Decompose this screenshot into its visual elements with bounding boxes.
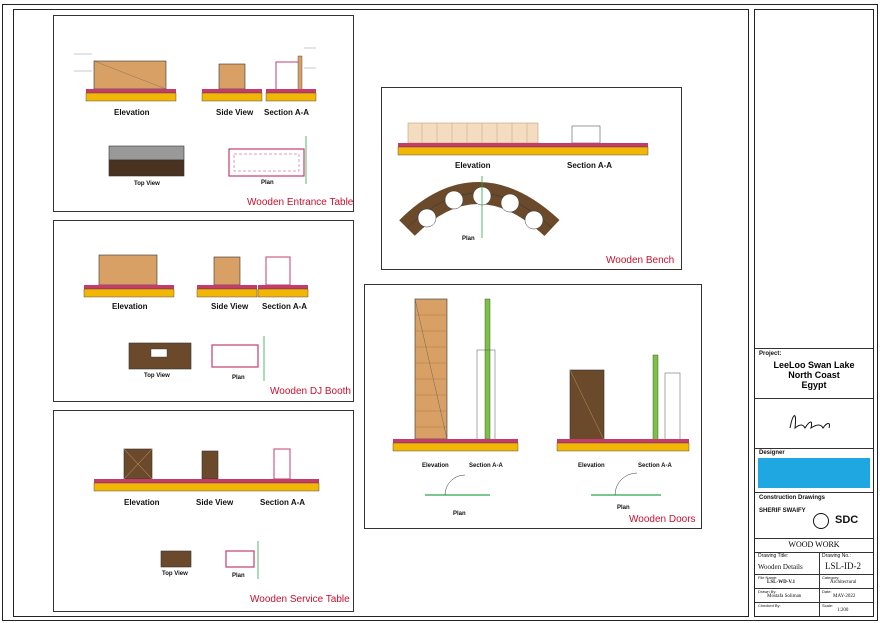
construction-label: Construction Drawings bbox=[759, 495, 826, 501]
title-block bbox=[754, 9, 874, 617]
doors-section-label-1: Section A-A bbox=[469, 463, 503, 469]
dj-booth-drawing bbox=[83, 254, 309, 381]
panel-entrance-table: Elevation Side View Section A-A Top View… bbox=[53, 15, 354, 212]
doors-elevation-label-1: Elevation bbox=[422, 463, 449, 469]
file-name: LSL-WD-V.1 bbox=[767, 580, 796, 585]
designer-label: Designer bbox=[759, 450, 785, 456]
panel-doors: Elevation Section A-A Elevation Section … bbox=[364, 284, 702, 529]
drawing-no: LSL-ID-2 bbox=[825, 561, 861, 571]
panel-title-service-table: Wooden Service Table bbox=[250, 594, 350, 605]
dj-top-label: Top View bbox=[144, 373, 170, 379]
bench-plan-label: Plan bbox=[462, 236, 475, 242]
dj-plan-label: Plan bbox=[232, 375, 245, 381]
drawing-title: Wooden Details bbox=[758, 563, 803, 571]
checked-by-label: Checked By: bbox=[758, 603, 781, 608]
sdc-logo-text: SDC bbox=[835, 514, 859, 526]
bench-drawing bbox=[397, 122, 649, 238]
consultant-name: SHERIF SWAIFY bbox=[759, 508, 806, 514]
panel-dj-booth: Elevation Side View Section A-A Top View… bbox=[53, 220, 354, 402]
dj-section-label: Section A-A bbox=[262, 302, 308, 311]
category-label: Category: bbox=[822, 575, 840, 580]
service-elevation-label: Elevation bbox=[124, 498, 160, 507]
service-side-label: Side View bbox=[196, 498, 234, 507]
date-label: Date: bbox=[822, 589, 832, 594]
project-label: Project: bbox=[759, 351, 782, 357]
scale-label: Scale: bbox=[822, 603, 834, 608]
entrance-section-label: Section A-A bbox=[264, 108, 310, 117]
sheet-title: WOOD WORK bbox=[788, 540, 840, 549]
sheet-border bbox=[2, 4, 878, 621]
file-name-label: File Name: bbox=[758, 575, 778, 580]
drawn-by-label: Drawn By: bbox=[758, 589, 777, 594]
entrance-elevation-label: Elevation bbox=[114, 108, 150, 117]
drawing-area-border bbox=[13, 9, 749, 617]
drawing-no-label: Drawing No.: bbox=[822, 553, 851, 559]
doors-section-label-2: Section A-A bbox=[638, 463, 672, 469]
panel-title-doors: Wooden Doors bbox=[629, 514, 696, 525]
service-section-label: Section A-A bbox=[260, 498, 306, 507]
client-signature bbox=[789, 415, 830, 430]
entrance-side-label: Side View bbox=[216, 108, 254, 117]
bench-elevation-label: Elevation bbox=[455, 161, 491, 170]
service-top-label: Top View bbox=[162, 571, 188, 577]
service-plan-label: Plan bbox=[232, 573, 245, 579]
panel-service-table: Elevation Side View Section A-A Top View… bbox=[53, 410, 354, 612]
panel-title-entrance-table: Wooden Entrance Table bbox=[247, 197, 354, 208]
service-table-drawing bbox=[93, 448, 320, 579]
date: MAY-2022 bbox=[833, 594, 856, 599]
category: Architectural bbox=[830, 580, 857, 585]
doors-plan-label-1: Plan bbox=[453, 511, 466, 517]
doors-plan-label-2: Plan bbox=[617, 505, 630, 511]
entrance-top-label: Top View bbox=[134, 181, 160, 187]
panel-title-bench: Wooden Bench bbox=[606, 255, 675, 266]
project-name: LeeLoo Swan Lake North Coast Egypt bbox=[773, 360, 855, 390]
entrance-plan-label: Plan bbox=[261, 180, 274, 186]
dj-side-label: Side View bbox=[211, 302, 249, 311]
title-block-content: Project: LeeLoo Swan Lake North Coast Eg… bbox=[755, 348, 873, 616]
doors-drawing bbox=[392, 298, 690, 496]
panel-title-dj-booth: Wooden DJ Booth bbox=[270, 386, 351, 397]
doors-elevation-label-2: Elevation bbox=[578, 463, 605, 469]
designer-logo bbox=[758, 458, 870, 488]
dj-elevation-label: Elevation bbox=[112, 302, 148, 311]
scale: 1:200 bbox=[837, 608, 849, 613]
entrance-table-drawing bbox=[74, 47, 317, 184]
drawn-by: Mostafa Soliman bbox=[767, 594, 802, 599]
bench-section-label: Section A-A bbox=[567, 161, 613, 170]
sdc-logo-icon bbox=[813, 513, 829, 529]
panel-bench: Elevation Section A-A Plan Wooden Bench bbox=[381, 87, 682, 270]
drawing-title-label: Drawing Title: bbox=[758, 553, 789, 559]
